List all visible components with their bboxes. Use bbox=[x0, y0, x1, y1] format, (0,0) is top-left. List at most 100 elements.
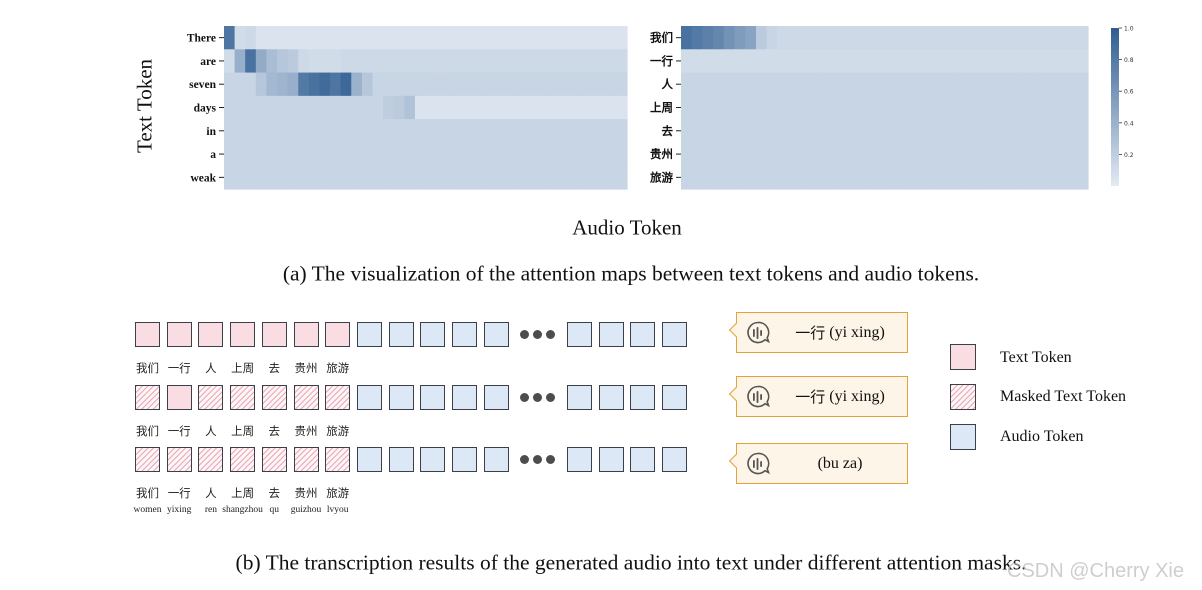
audio-token bbox=[662, 385, 688, 410]
heatmap-cell bbox=[734, 95, 746, 120]
heatmap-cell bbox=[287, 95, 299, 120]
heatmap-cell bbox=[777, 72, 789, 97]
heatmap-cell bbox=[713, 142, 725, 167]
heatmap-cell bbox=[298, 119, 310, 144]
token-label: 去 bbox=[268, 424, 281, 438]
heatmap-cell bbox=[319, 72, 331, 97]
heatmap-cell bbox=[1023, 72, 1036, 97]
audio-token bbox=[356, 385, 382, 410]
heatmap-cell bbox=[436, 165, 448, 190]
heatmap-cell bbox=[809, 165, 821, 190]
heatmap-cell bbox=[884, 49, 896, 74]
heatmap-cell bbox=[351, 72, 363, 97]
heatmap-cell bbox=[298, 49, 310, 74]
heatmap-cell bbox=[734, 72, 746, 97]
heatmap-cell bbox=[1002, 49, 1014, 74]
pinyin-label: guizhou bbox=[290, 505, 322, 515]
heatmap-cell bbox=[863, 95, 875, 120]
heatmap-cell bbox=[308, 119, 321, 144]
heatmap-cell bbox=[798, 49, 811, 74]
row-label: 我们 bbox=[650, 31, 673, 45]
heatmap-cell bbox=[938, 165, 950, 190]
token-label: 一行 bbox=[167, 361, 191, 375]
heatmap-cell bbox=[351, 95, 363, 120]
row-label: 贵州 bbox=[650, 147, 673, 161]
masked-text-token bbox=[261, 385, 287, 410]
heatmap-cell bbox=[383, 26, 395, 50]
heatmap-cell bbox=[863, 72, 875, 97]
heatmap-cell bbox=[916, 26, 928, 50]
heatmap-cell bbox=[1066, 95, 1078, 120]
heatmap-cell bbox=[425, 95, 437, 120]
heatmap-cell bbox=[446, 142, 458, 167]
heatmap-cell bbox=[340, 165, 352, 190]
heatmap-cell bbox=[755, 26, 768, 50]
heatmap-cell bbox=[970, 72, 982, 97]
heatmap-cell bbox=[266, 95, 278, 120]
heatmap-cell bbox=[234, 165, 246, 190]
heatmap-cell bbox=[393, 142, 405, 167]
heatmap-cell bbox=[916, 119, 928, 144]
audio-token bbox=[483, 385, 509, 410]
token-label: 人 bbox=[205, 361, 217, 375]
heatmap-cell bbox=[702, 142, 714, 167]
heatmap-cell bbox=[1066, 165, 1078, 190]
heatmap-cell bbox=[1023, 26, 1036, 50]
heatmap-cell bbox=[938, 26, 950, 50]
heatmap-cell bbox=[467, 142, 480, 167]
heatmap-cell bbox=[489, 26, 501, 50]
heatmap-cell bbox=[681, 142, 693, 167]
audio-token bbox=[420, 447, 446, 472]
transcription-text: 一行(yi xing) bbox=[777, 313, 903, 352]
heatmap-cell bbox=[520, 165, 533, 190]
heatmap-cell bbox=[287, 26, 299, 50]
x-axis-label: Audio Token bbox=[572, 215, 682, 240]
heatmap-cell bbox=[510, 119, 522, 144]
masked-text-token bbox=[198, 385, 224, 410]
heatmap-cell bbox=[1013, 142, 1025, 167]
heatmap-cell bbox=[234, 72, 246, 97]
heatmap-cell bbox=[863, 142, 875, 167]
heatmap-cell bbox=[927, 142, 939, 167]
heatmap-cell bbox=[436, 49, 448, 74]
heatmap-cell bbox=[552, 142, 564, 167]
heatmap-cell bbox=[702, 26, 714, 50]
heatmap-cell bbox=[830, 26, 843, 50]
heatmap-cell bbox=[820, 95, 832, 120]
colorbar-tick-label: 0.8 bbox=[1124, 57, 1134, 64]
masked-text-token bbox=[261, 447, 287, 472]
heatmap-cell bbox=[895, 95, 907, 120]
heatmap-cell bbox=[991, 49, 1003, 74]
heatmap-cell bbox=[745, 95, 757, 120]
heatmap-cell bbox=[425, 142, 437, 167]
heatmap-cell bbox=[809, 72, 821, 97]
heatmap-cell bbox=[446, 72, 458, 97]
heatmap-cell bbox=[277, 26, 289, 50]
heatmap-cell bbox=[361, 72, 374, 97]
heatmap-cell bbox=[605, 72, 617, 97]
text-token bbox=[261, 322, 287, 347]
heatmap-cell bbox=[745, 49, 757, 74]
heatmap-cell bbox=[938, 142, 950, 167]
heatmap-cell bbox=[1045, 142, 1057, 167]
heatmap-cell bbox=[970, 142, 982, 167]
heatmap-cell bbox=[1034, 142, 1046, 167]
heatmap-cell bbox=[927, 119, 939, 144]
heatmap-cell bbox=[234, 26, 246, 50]
speech-icon bbox=[747, 321, 770, 344]
heatmap-cell bbox=[959, 142, 971, 167]
heatmap-cell bbox=[884, 72, 896, 97]
heatmap-cell bbox=[713, 119, 725, 144]
text-token bbox=[166, 385, 192, 410]
heatmap-cell bbox=[372, 165, 384, 190]
heatmap-cell bbox=[478, 72, 490, 97]
transcription-pinyin: (yi xing) bbox=[829, 387, 885, 405]
heatmap-cell bbox=[873, 49, 886, 74]
heatmap-cell bbox=[595, 165, 607, 190]
ellipsis-dot bbox=[533, 455, 542, 464]
heatmap-cell bbox=[1002, 142, 1014, 167]
heatmap-cell bbox=[766, 26, 778, 50]
heatmap-cell bbox=[830, 142, 843, 167]
masked-text-token bbox=[230, 385, 256, 410]
